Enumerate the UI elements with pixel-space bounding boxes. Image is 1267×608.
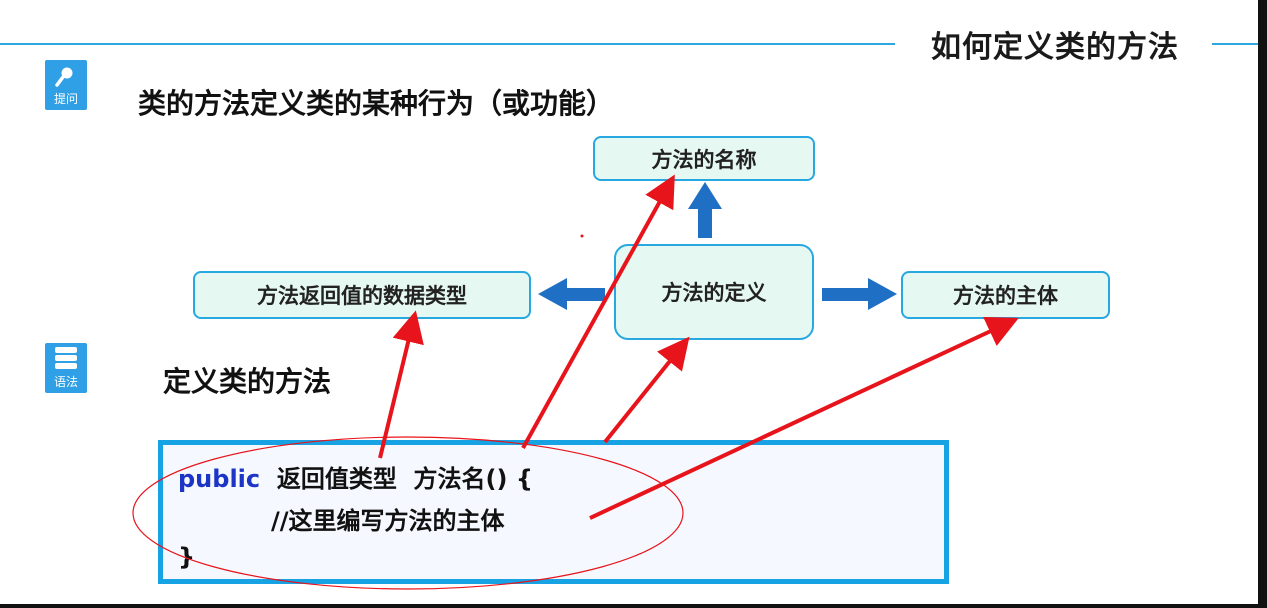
method-body-node: 方法的主体	[901, 271, 1110, 319]
code-line-2: //这里编写方法的主体	[271, 507, 505, 535]
screen-edge-right	[1258, 0, 1267, 608]
red-arrow-return-type	[378, 310, 424, 459]
question-icon: 提问	[45, 60, 87, 110]
code-box: public 返回值类型 方法名() { //这里编写方法的主体 }	[158, 440, 949, 584]
arrow-right	[822, 278, 897, 310]
syntax-icon-label: 语法	[53, 375, 78, 389]
arrow-left	[538, 278, 605, 310]
header-line-left	[0, 43, 895, 45]
slide-title: 如何定义类的方法	[931, 30, 1179, 65]
red-arrow-method-name	[521, 174, 675, 449]
arrow-up	[688, 182, 722, 238]
microphone-icon	[55, 67, 73, 87]
red-dot	[580, 234, 584, 238]
screen-edge-bottom	[0, 604, 1267, 608]
question-text: 类的方法定义类的某种行为（或功能）	[138, 87, 615, 120]
question-icon-label: 提问	[53, 92, 78, 106]
red-arrow-definition	[603, 336, 690, 444]
method-definition-node: 方法的定义	[614, 244, 814, 340]
header-line-right	[1212, 43, 1258, 45]
return-type-node: 方法返回值的数据类型	[193, 271, 531, 319]
code-keyword: public	[178, 465, 261, 493]
red-ellipse	[132, 436, 684, 590]
method-name-node: 方法的名称	[593, 136, 815, 181]
syntax-title: 定义类的方法	[163, 365, 332, 398]
code-line-1-rest: 返回值类型 方法名() {	[260, 465, 533, 493]
code-line-1: public 返回值类型 方法名() {	[178, 459, 533, 494]
database-icon	[55, 347, 77, 369]
red-arrow-body	[589, 316, 1019, 520]
code-line-3: }	[178, 543, 196, 571]
syntax-icon: 语法	[45, 343, 87, 393]
